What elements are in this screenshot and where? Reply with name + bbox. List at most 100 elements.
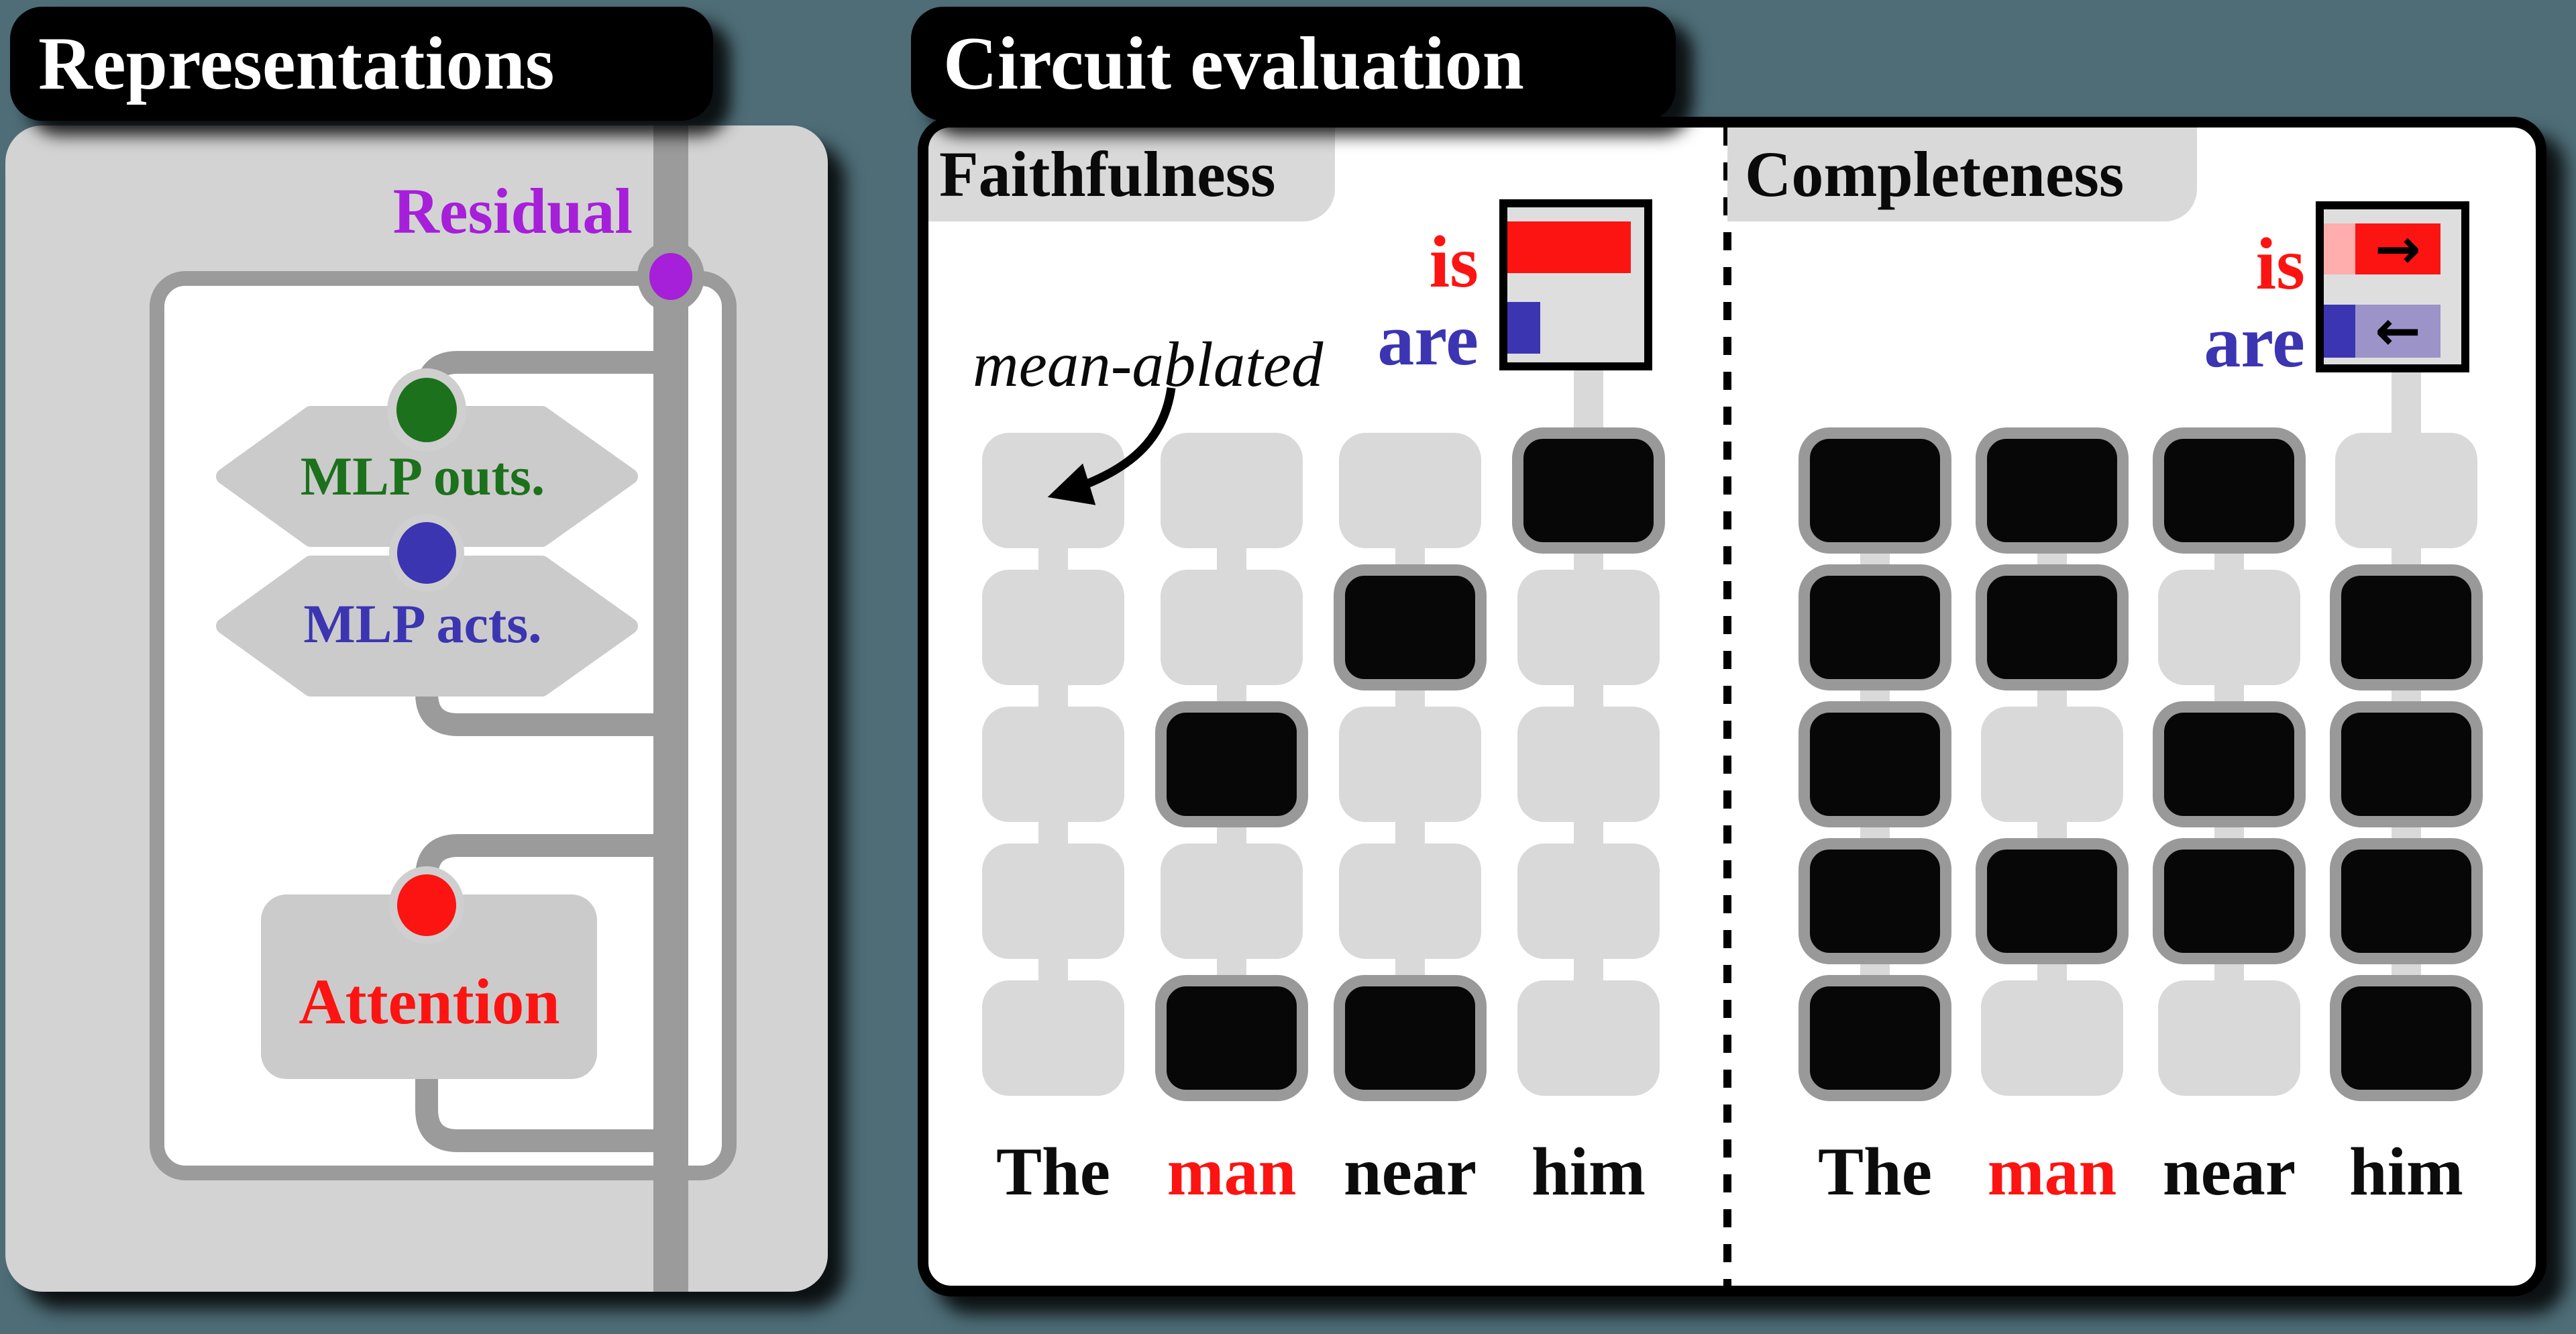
- mlp-outs-label: MLP outs.: [301, 446, 545, 507]
- arrow-right-icon: →: [2375, 217, 2421, 281]
- circuit-node: [2330, 838, 2483, 964]
- ablated-node: [1161, 843, 1303, 959]
- attention-label: Attention: [299, 966, 559, 1037]
- token-label: him: [2349, 1134, 2464, 1210]
- is-bar-faded-segment: [2324, 223, 2355, 274]
- circuit-node: [1512, 427, 1665, 554]
- ablated-node: [1339, 707, 1481, 822]
- faithfulness-heading: Faithfulness: [939, 138, 1276, 210]
- token-label: near: [2162, 1134, 2296, 1210]
- circuit-node: [2153, 427, 2306, 554]
- token-label: The: [996, 1134, 1111, 1210]
- ablated-node: [1517, 707, 1660, 822]
- ablated-node: [1517, 843, 1660, 959]
- circuit-node: [1334, 975, 1487, 1101]
- circuit-node: [2153, 838, 2306, 964]
- node-connector: [1574, 822, 1603, 845]
- arrow-left-icon: ←: [2375, 299, 2421, 363]
- node-connector: [1217, 548, 1246, 571]
- node-connector: [1574, 685, 1603, 708]
- mlp-outs-hexagon: [216, 406, 638, 547]
- circuit-evaluation-title: Circuit evaluation: [943, 22, 1524, 105]
- attention-dot: [397, 874, 456, 936]
- completeness-logit-chart: → ←: [2316, 201, 2469, 372]
- circuit-node: [1799, 564, 1951, 690]
- mlp-acts-hexagon: [216, 556, 638, 697]
- node-connector: [1038, 685, 1068, 708]
- node-connector: [1395, 822, 1425, 845]
- ablated-node: [1339, 843, 1481, 959]
- ablated-node: [1981, 980, 2123, 1096]
- token-label: man: [1987, 1134, 2117, 1210]
- mlp-outs-dot: [396, 378, 457, 442]
- circuit-evaluation-panel: Faithfulness Completeness is are mean-ab…: [918, 117, 2546, 1296]
- ablated-node: [1517, 570, 1660, 685]
- section-divider-dashed-line: [1723, 127, 1731, 1286]
- circuit-node: [1334, 564, 1487, 690]
- circuit-node: [1799, 975, 1951, 1101]
- transformer-block-diagram: Residual MLP outs. MLP acts. Attention: [150, 125, 737, 1292]
- representations-panel: Residual MLP outs. MLP acts. Attention: [5, 125, 828, 1292]
- ablated-node: [982, 707, 1124, 822]
- completeness-heading: Completeness: [1745, 138, 2125, 210]
- ablated-node: [2335, 433, 2477, 548]
- are-bar: [1507, 302, 1540, 354]
- circuit-node: [1976, 564, 2129, 690]
- mean-ablated-annotation: mean-ablated: [973, 329, 1324, 400]
- circuit-node: [2153, 701, 2306, 827]
- attention-box: [261, 894, 597, 1079]
- ablated-node: [1517, 980, 1660, 1096]
- circuit-evaluation-title-band: Circuit evaluation: [911, 7, 1676, 121]
- circuit-node: [1155, 701, 1308, 827]
- token-label: man: [1167, 1134, 1297, 1210]
- circuit-node: [2330, 564, 2483, 690]
- ablated-node: [1339, 433, 1481, 548]
- faithfulness-node-grid: [928, 127, 2536, 1286]
- circuit-node: [1155, 975, 1308, 1101]
- token-label: The: [1817, 1134, 1933, 1210]
- completeness-chart-connector: [2392, 372, 2421, 433]
- circuit-node: [1976, 838, 2129, 964]
- faithfulness-header-band: Faithfulness: [928, 127, 1335, 221]
- faithfulness-are-label: are: [1377, 299, 1479, 380]
- ablated-node: [1161, 433, 1303, 548]
- faithfulness-logit-chart: [1499, 199, 1652, 370]
- circuit-node: [1799, 838, 1951, 964]
- representations-title-band: Representations: [10, 7, 713, 121]
- ablated-node: [1161, 570, 1303, 685]
- completeness-node-grid: [928, 127, 2536, 1286]
- token-label: near: [1343, 1134, 1477, 1210]
- ablated-node: [982, 570, 1124, 685]
- circuit-node: [1799, 701, 1951, 827]
- mlp-acts-dot: [397, 522, 456, 584]
- faithfulness-chart-connector: [1574, 370, 1603, 433]
- token-label: him: [1531, 1134, 1646, 1210]
- ablated-node: [2158, 570, 2300, 685]
- ablated-node: [982, 980, 1124, 1096]
- node-connector: [1038, 548, 1068, 571]
- faithfulness-is-label: is: [1429, 221, 1479, 303]
- are-bar-faded-segment: ←: [2355, 299, 2440, 363]
- is-bar: [1507, 221, 1631, 273]
- completeness-are-label: are: [2204, 301, 2305, 382]
- circuit-node: [2330, 975, 2483, 1101]
- residual-dot: [637, 241, 704, 312]
- completeness-header-band: Completeness: [1727, 127, 2197, 221]
- node-connector: [1038, 822, 1068, 845]
- ablated-node: [982, 843, 1124, 959]
- circuit-node: [1799, 427, 1951, 554]
- completeness-is-label: is: [2255, 223, 2305, 305]
- residual-label: Residual: [393, 175, 633, 247]
- node-connector: [1038, 959, 1068, 982]
- mean-ablated-arrow-icon: [1047, 387, 1176, 505]
- mlp-acts-label: MLP acts.: [303, 593, 541, 654]
- node-connector: [1574, 959, 1603, 982]
- circuit-node: [1976, 427, 2129, 554]
- circuit-node: [2330, 701, 2483, 827]
- representations-title: Representations: [38, 22, 555, 105]
- attention-output-wire: [415, 1079, 671, 1152]
- is-bar-segment: →: [2355, 217, 2440, 281]
